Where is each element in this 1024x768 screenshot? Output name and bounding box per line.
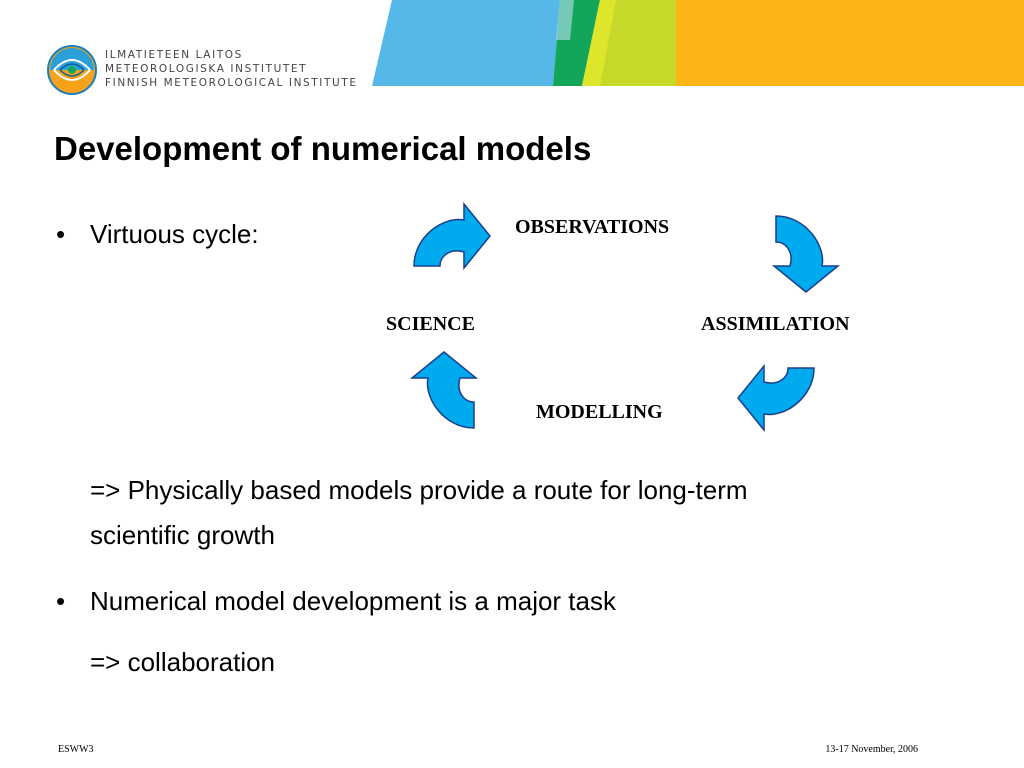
bullet-model-development: Numerical model development is a major t… <box>90 586 616 616</box>
slide-title: Development of numerical models <box>54 130 592 167</box>
footer-date: 13-17 November, 2006 <box>825 744 918 755</box>
cycle-label-science: SCIENCE <box>386 313 475 335</box>
bullet-collaboration: => collaboration <box>90 647 276 677</box>
cycle-label-modelling: MODELLING <box>536 401 663 423</box>
bullet-physical-models-line1: => Physically based models provide a rou… <box>90 475 748 505</box>
org-name-swedish: METEOROLOGISKA INSTITUTET <box>105 63 308 75</box>
banner-stripe-highlight <box>556 0 574 40</box>
banner-stripe-orange <box>676 0 1024 86</box>
org-name-finnish: ILMATIETEEN LAITOS <box>105 49 243 61</box>
bullet-physical-models-line2: scientific growth <box>90 520 275 550</box>
org-name-english: FINNISH METEOROLOGICAL INSTITUTE <box>105 77 358 89</box>
arrow-observations-to-assimilation-icon <box>773 215 839 293</box>
bullet-virtuous-cycle: Virtuous cycle: <box>90 219 259 249</box>
bullet-marker: • <box>56 219 66 249</box>
banner-stripe-lightblue <box>372 0 560 86</box>
banner-stripe-yellowgreen <box>582 0 616 86</box>
bullet-marker: • <box>56 586 66 616</box>
footer-event: ESWW3 <box>58 744 94 755</box>
header-banner <box>372 0 1024 86</box>
cycle-label-observations: OBSERVATIONS <box>515 216 670 238</box>
arrow-assimilation-to-modelling-icon <box>737 365 815 431</box>
cycle-label-assimilation: ASSIMILATION <box>701 313 850 335</box>
fmi-logo-icon <box>47 45 97 95</box>
arrow-science-to-observations-icon <box>413 203 491 269</box>
arrow-modelling-to-science-icon <box>411 351 477 429</box>
